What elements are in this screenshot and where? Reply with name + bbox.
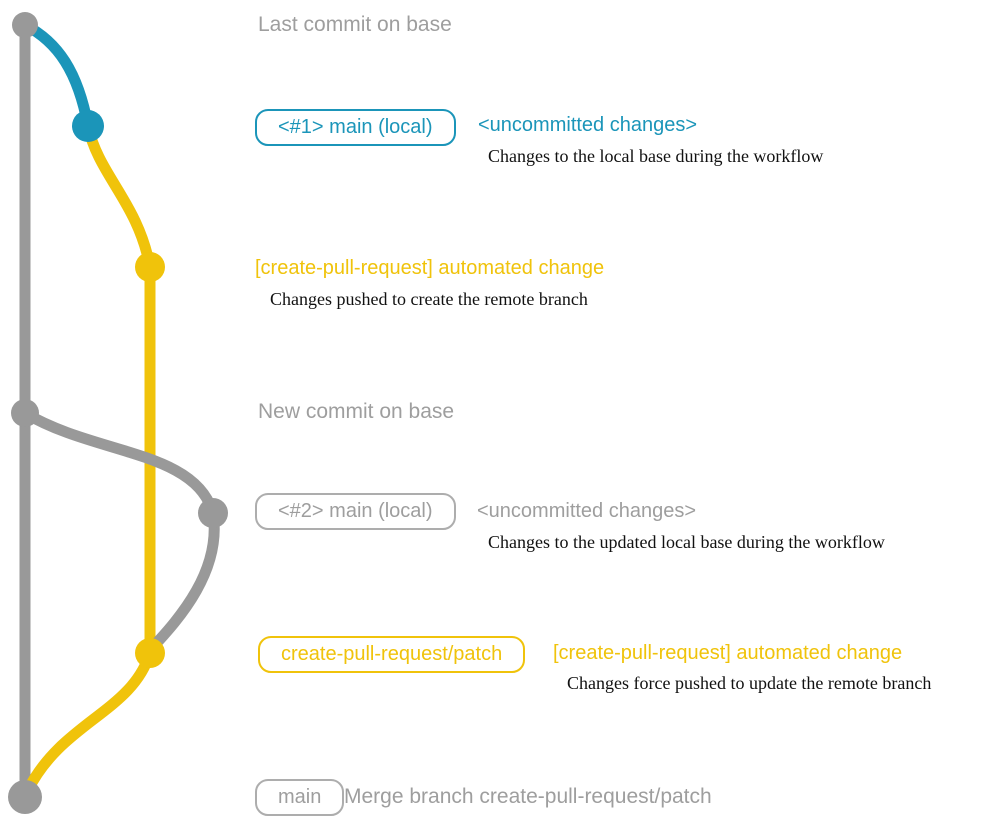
new-commit-label: New commit on base	[258, 400, 455, 423]
commit-dot-last-commit-on-base	[12, 12, 38, 38]
uncommitted-changes-description-2: Changes to the updated local base during…	[488, 532, 885, 552]
uncommitted-changes-description-1: Changes to the local base during the wor…	[488, 146, 824, 166]
uncommitted-changes-title-2: <uncommitted changes>	[477, 500, 697, 522]
branch-badge-main-local-1: <#1> main (local)	[255, 109, 456, 146]
commit-dot-automated-1	[135, 252, 165, 282]
uncommitted-changes-title-1: <uncommitted changes>	[478, 114, 698, 136]
commit-dot-uncommitted-1	[72, 110, 104, 142]
commit-dot-uncommitted-2	[198, 498, 228, 528]
branch-badge-patch: create-pull-request/patch	[258, 636, 526, 673]
merge-commit-label: Merge branch create-pull-request/patch	[344, 785, 712, 808]
local-main-branch-line	[22, 20, 94, 128]
automated-change-description-2: Changes force pushed to update the remot…	[567, 673, 932, 693]
updated-local-main-branch-line	[22, 408, 219, 515]
commit-dot-automated-2	[135, 638, 165, 668]
patch-branch-curve-upper	[82, 124, 156, 269]
branch-badge-main: main	[255, 779, 345, 816]
last-commit-label: Last commit on base	[258, 13, 452, 36]
automated-change-title-2: [create-pull-request] automated change	[553, 642, 903, 664]
force-push-line	[147, 512, 220, 652]
branch-badge-main-local-2: <#2> main (local)	[255, 493, 456, 530]
automated-change-description-1: Changes pushed to create the remote bran…	[270, 289, 588, 309]
commit-dot-new-commit-on-base	[11, 399, 39, 427]
merge-line	[23, 651, 156, 793]
commit-dot-merge	[8, 780, 42, 814]
automated-change-title-1: [create-pull-request] automated change	[255, 257, 605, 279]
